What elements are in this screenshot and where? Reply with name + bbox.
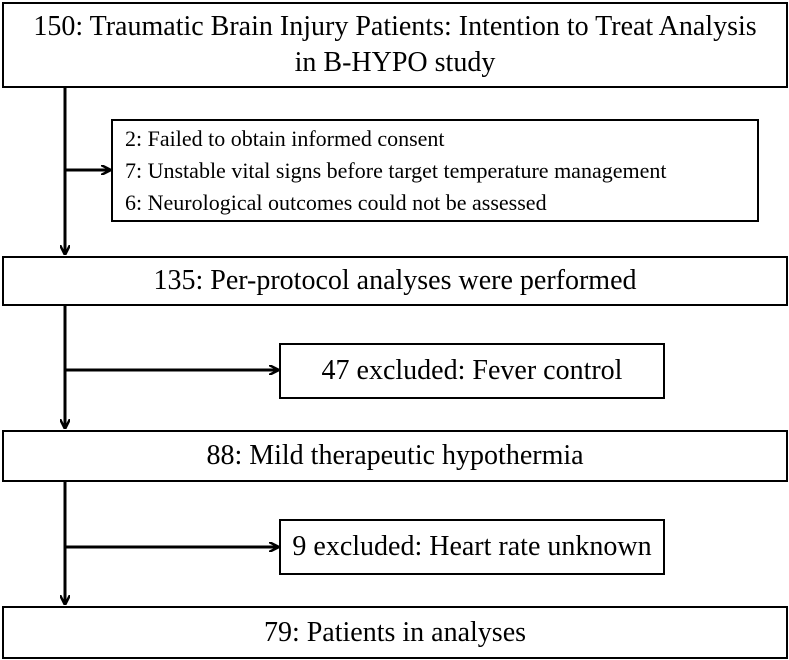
node-heart-rate-excluded-label: 9 excluded: Heart rate unknown (292, 531, 652, 562)
node-per-protocol: 135: Per-protocol analyses were performe… (2, 256, 788, 306)
node-heart-rate-excluded: 9 excluded: Heart rate unknown (279, 519, 665, 575)
node-patients-in-analyses: 79: Patients in analyses (2, 606, 788, 659)
node-per-protocol-label: 135: Per-protocol analyses were performe… (153, 265, 637, 296)
node-fever-control-excluded: 47 excluded: Fever control (279, 343, 665, 399)
node-itt-analysis-line-2: in B-HYPO study (294, 47, 496, 78)
node-itt-analysis-line-1: 150: Traumatic Brain Injury Patients: In… (33, 11, 757, 42)
node-patients-in-analyses-label: 79: Patients in analyses (263, 616, 527, 648)
node-initial-exclusions: 2: Failed to obtain informed consent 7: … (111, 119, 759, 222)
node-fever-control-excluded-label: 47 excluded: Fever control (321, 355, 623, 386)
node-mild-hypothermia-label: 88: Mild therapeutic hypothermia (206, 440, 584, 471)
exclusion-informed-consent: 2: Failed to obtain informed consent (125, 125, 445, 151)
exclusion-unstable-vitals: 7: Unstable vital signs before target te… (125, 157, 667, 183)
exclusion-outcomes-unassessed: 6: Neurological outcomes could not be as… (125, 189, 547, 215)
node-itt-analysis: 150: Traumatic Brain Injury Patients: In… (2, 2, 788, 88)
node-mild-hypothermia: 88: Mild therapeutic hypothermia (2, 430, 788, 482)
